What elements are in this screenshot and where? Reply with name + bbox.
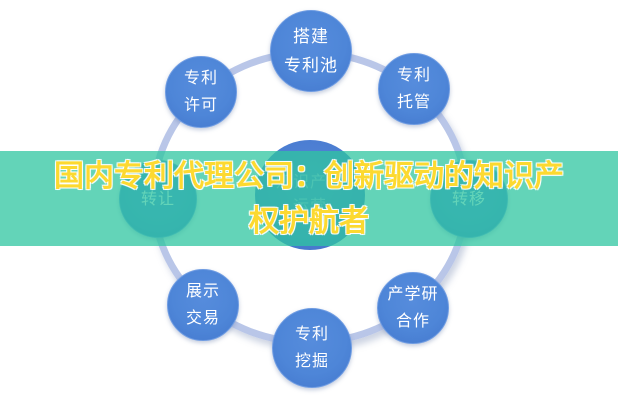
node-label: 产学研 <box>387 286 439 303</box>
node-label: 挖掘 <box>294 353 329 370</box>
node-label: 托管 <box>396 94 431 111</box>
page-title: 国内专利代理公司：创新驱动的知识产 权护航者 <box>0 154 618 244</box>
node-build-patent-pool: 搭建 专利池 <box>270 10 352 92</box>
node-label: 专利 <box>396 67 431 84</box>
node-patent-mining: 专利 挖掘 <box>272 308 352 388</box>
title-banner-overlay <box>0 151 618 246</box>
node-label: 许可 <box>183 97 218 114</box>
node-label: 专利 <box>294 326 329 343</box>
node-exhibition-trading: 展示 交易 <box>167 269 239 341</box>
node-label: 搭建 <box>293 27 329 46</box>
node-label: 合作 <box>395 313 430 330</box>
page-title-line2: 权护航者 <box>249 205 369 238</box>
page-title-line1: 国内专利代理公司：创新驱动的知识产 <box>54 160 564 193</box>
node-label: 交易 <box>185 310 220 327</box>
node-industry-academia-research: 产学研 合作 <box>377 272 449 344</box>
node-label: 展示 <box>185 283 220 300</box>
node-label: 专利 <box>183 70 218 87</box>
node-patent-trusteeship: 专利 托管 <box>378 53 450 125</box>
node-patent-licensing: 专利 许可 <box>165 56 237 128</box>
node-label: 专利池 <box>284 56 338 75</box>
